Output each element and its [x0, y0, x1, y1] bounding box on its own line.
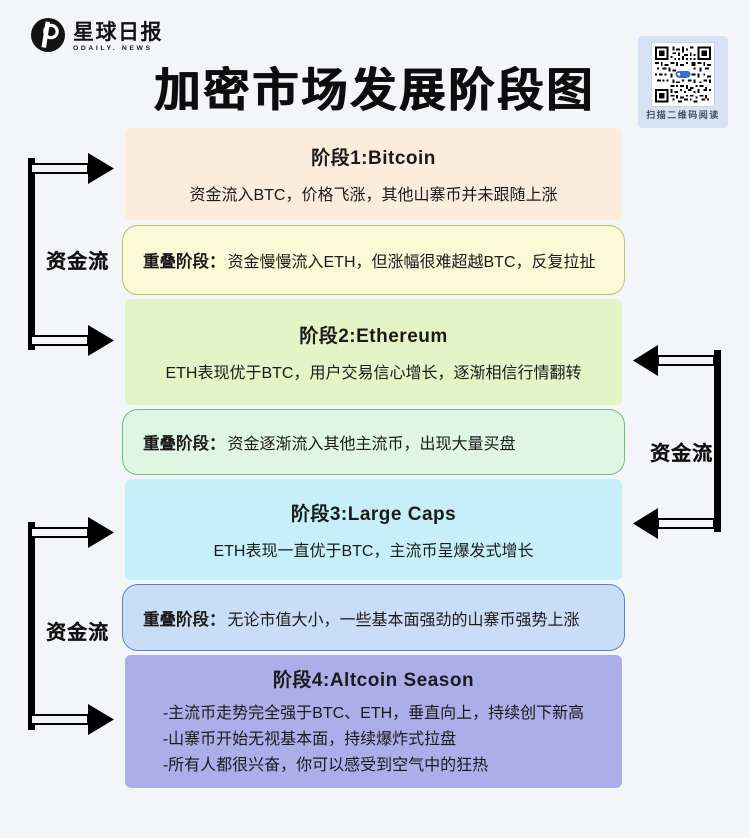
overlap-body: 资金逐渐流入其他主流币，出现大量买盘	[227, 436, 516, 453]
odaily-logo: 星球日报 ODAILY. NEWS	[30, 17, 163, 58]
stage-body: ETH表现优于BTC，用户交易信心增长，逐渐相信行情翻转	[165, 365, 582, 382]
overlap-label: 重叠阶段：	[143, 610, 226, 629]
page-title: 加密市场发展阶段图	[154, 64, 596, 116]
logo-brand-cn: 星球日报	[73, 21, 163, 45]
qr-code	[651, 42, 715, 107]
odaily-logo-icon	[30, 17, 66, 58]
bullet-line: -主流币走势完全强于BTC、ETH，垂直向上，持续创下新高	[162, 704, 585, 722]
stage-title: 阶段3:Large Caps	[290, 503, 457, 525]
qr-caption: 扫描二维码阅读	[646, 110, 720, 120]
stage-title: 阶段2:Ethereum	[299, 326, 448, 347]
qr-card: 扫描二维码阅读	[638, 36, 728, 128]
stage-3-large-caps: 阶段3:Large Caps ETH表现一直优于BTC，主流币呈爆发式增长	[125, 479, 622, 580]
capital-flow-bracket-left-top	[28, 153, 114, 356]
bullet-line: -山寨币开始无视基本面，持续爆炸式拉盘	[162, 730, 457, 748]
stage-bullets: -主流币走势完全强于BTC、ETH，垂直向上，持续创下新高 -山寨币开始无视基本…	[163, 701, 584, 779]
stage-4-altcoin-season: 阶段4:Altcoin Season -主流币走势完全强于BTC、ETH，垂直向…	[125, 655, 622, 788]
stage-1-bitcoin: 阶段1:Bitcoin 资金流入BTC，价格飞涨，其他山寨币并未跟随上涨	[125, 128, 622, 220]
capital-flow-bracket-right	[633, 345, 721, 539]
capital-flow-bracket-left-bottom	[28, 517, 114, 735]
stage-title: 阶段1:Bitcoin	[311, 148, 436, 169]
bullet-line: -所有人都很兴奋，你可以感受到空气中的狂热	[162, 756, 489, 774]
capital-flow-label-right: 资金流	[650, 443, 713, 465]
capital-flow-label-left-bottom: 资金流	[46, 622, 109, 644]
overlap-body: 资金慢慢流入ETH，但涨幅很难超越BTC，反复拉扯	[227, 254, 596, 271]
overlap-stage-3: 重叠阶段： 无论市值大小，一些基本面强劲的山寨币强势上涨	[122, 584, 625, 651]
stage-title: 阶段4:Altcoin Season	[272, 669, 475, 691]
stage-stack: 阶段1:Bitcoin 资金流入BTC，价格飞涨，其他山寨币并未跟随上涨 重叠阶…	[122, 128, 625, 788]
overlap-body: 无论市值大小，一些基本面强劲的山寨币强势上涨	[227, 611, 580, 629]
stage-2-ethereum: 阶段2:Ethereum ETH表现优于BTC，用户交易信心增长，逐渐相信行情翻…	[125, 299, 622, 405]
stage-body: ETH表现一直优于BTC，主流币呈爆发式增长	[213, 542, 534, 560]
overlap-stage-1: 重叠阶段： 资金慢慢流入ETH，但涨幅很难超越BTC，反复拉扯	[122, 225, 625, 295]
capital-flow-label-left-top: 资金流	[46, 251, 109, 273]
stage-body: 资金流入BTC，价格飞涨，其他山寨币并未跟随上涨	[189, 187, 558, 204]
overlap-stage-2: 重叠阶段： 资金逐渐流入其他主流币，出现大量买盘	[122, 409, 625, 475]
overlap-label: 重叠阶段：	[143, 435, 226, 453]
logo-brand-en: ODAILY. NEWS	[73, 45, 153, 53]
overlap-label: 重叠阶段：	[143, 253, 226, 271]
